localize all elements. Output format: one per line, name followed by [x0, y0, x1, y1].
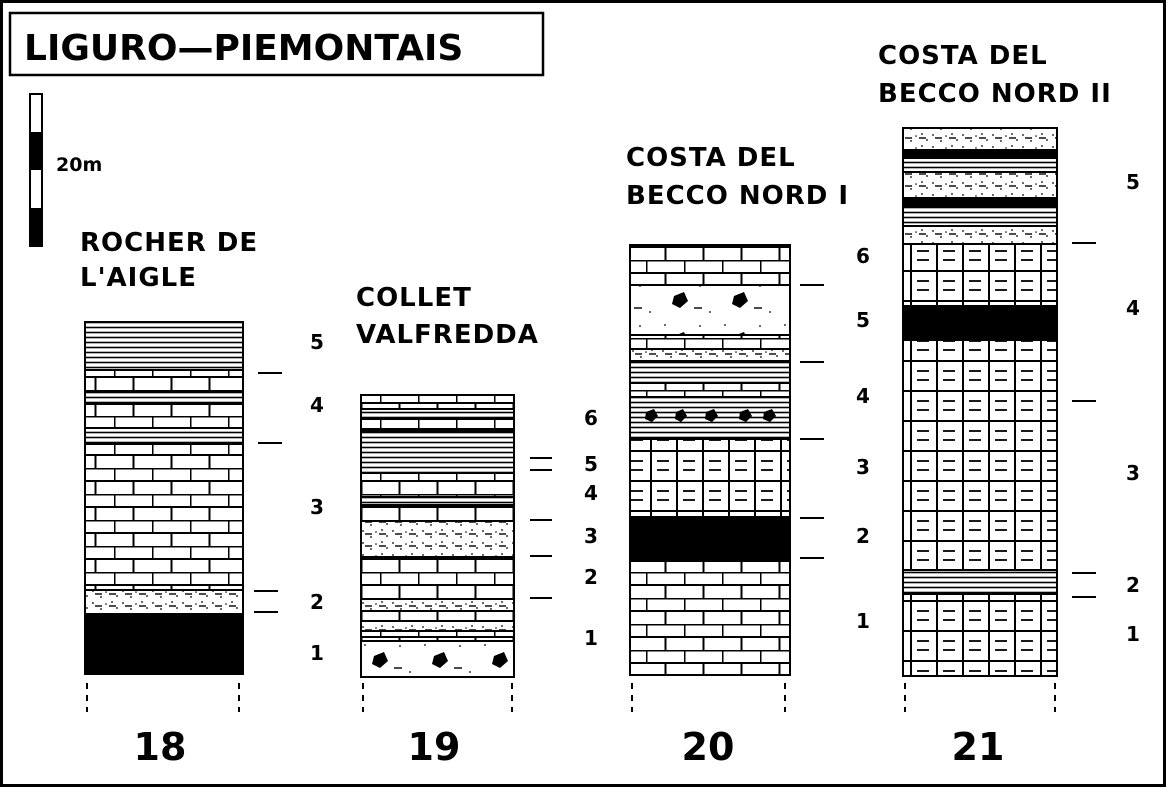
column-20-unit-3: 3: [856, 455, 870, 479]
column-20-unit-6: 6: [856, 244, 870, 268]
column-19-unit-4: 4: [584, 481, 598, 505]
column-20-number: 20: [682, 725, 735, 769]
column-21-number: 21: [952, 725, 1005, 769]
column-19-name-line2: VALFREDDA: [356, 320, 539, 350]
column-19-unit-3: 3: [584, 524, 598, 548]
column-18-name-line1: ROCHER DE: [80, 228, 258, 258]
column-19-unit-2: 2: [584, 565, 598, 589]
column-18-unit-1: 1: [310, 641, 324, 665]
column-20-name-line2: BECCO NORD I: [626, 181, 849, 211]
column-18-unit-3: 3: [310, 495, 324, 519]
column-21-unit-1: 1: [1126, 622, 1140, 646]
column-18-unit-5: 5: [310, 330, 324, 354]
column-20-unit-1: 1: [856, 609, 870, 633]
title-box: [8, 11, 545, 77]
column-21-name-line2: BECCO NORD II: [878, 79, 1112, 109]
column-19-unit-6: 6: [584, 406, 598, 430]
figure-title: LIGURO—PIEMONTAIS: [24, 28, 463, 69]
column-19-unit-1: 1: [584, 626, 598, 650]
column-18-unit-4: 4: [310, 393, 324, 417]
scale-bar: 20m: [29, 93, 102, 247]
column-21-unit-3: 3: [1126, 461, 1140, 485]
column-20-name-line1: COSTA DEL: [626, 143, 796, 173]
column-20-unit-4: 4: [856, 384, 870, 408]
column-19: COLLET VALFREDDA 6 5: [356, 283, 598, 769]
column-18: ROCHER DE L'AIGLE 5 4 3 2 1 18: [80, 228, 324, 769]
column-18-name-line2: L'AIGLE: [80, 263, 197, 293]
scale-label: 20m: [56, 154, 102, 176]
column-19-number: 19: [408, 725, 461, 769]
column-19-name-line1: COLLET: [356, 283, 472, 313]
column-18-unit-2: 2: [310, 590, 324, 614]
column-21-name-line1: COSTA DEL: [878, 41, 1048, 71]
column-20: COSTA DEL BECCO NORD I: [626, 143, 870, 769]
column-21-unit-2: 2: [1126, 573, 1140, 597]
column-18-number: 18: [134, 725, 187, 769]
column-20-unit-2: 2: [856, 524, 870, 548]
column-21-unit-4: 4: [1126, 296, 1140, 320]
column-19-unit-5: 5: [584, 452, 598, 476]
column-20-unit-5: 5: [856, 308, 870, 332]
column-21: COSTA DEL BECCO NORD II 5 4 3 2 1: [878, 41, 1140, 769]
column-21-unit-5: 5: [1126, 170, 1140, 194]
